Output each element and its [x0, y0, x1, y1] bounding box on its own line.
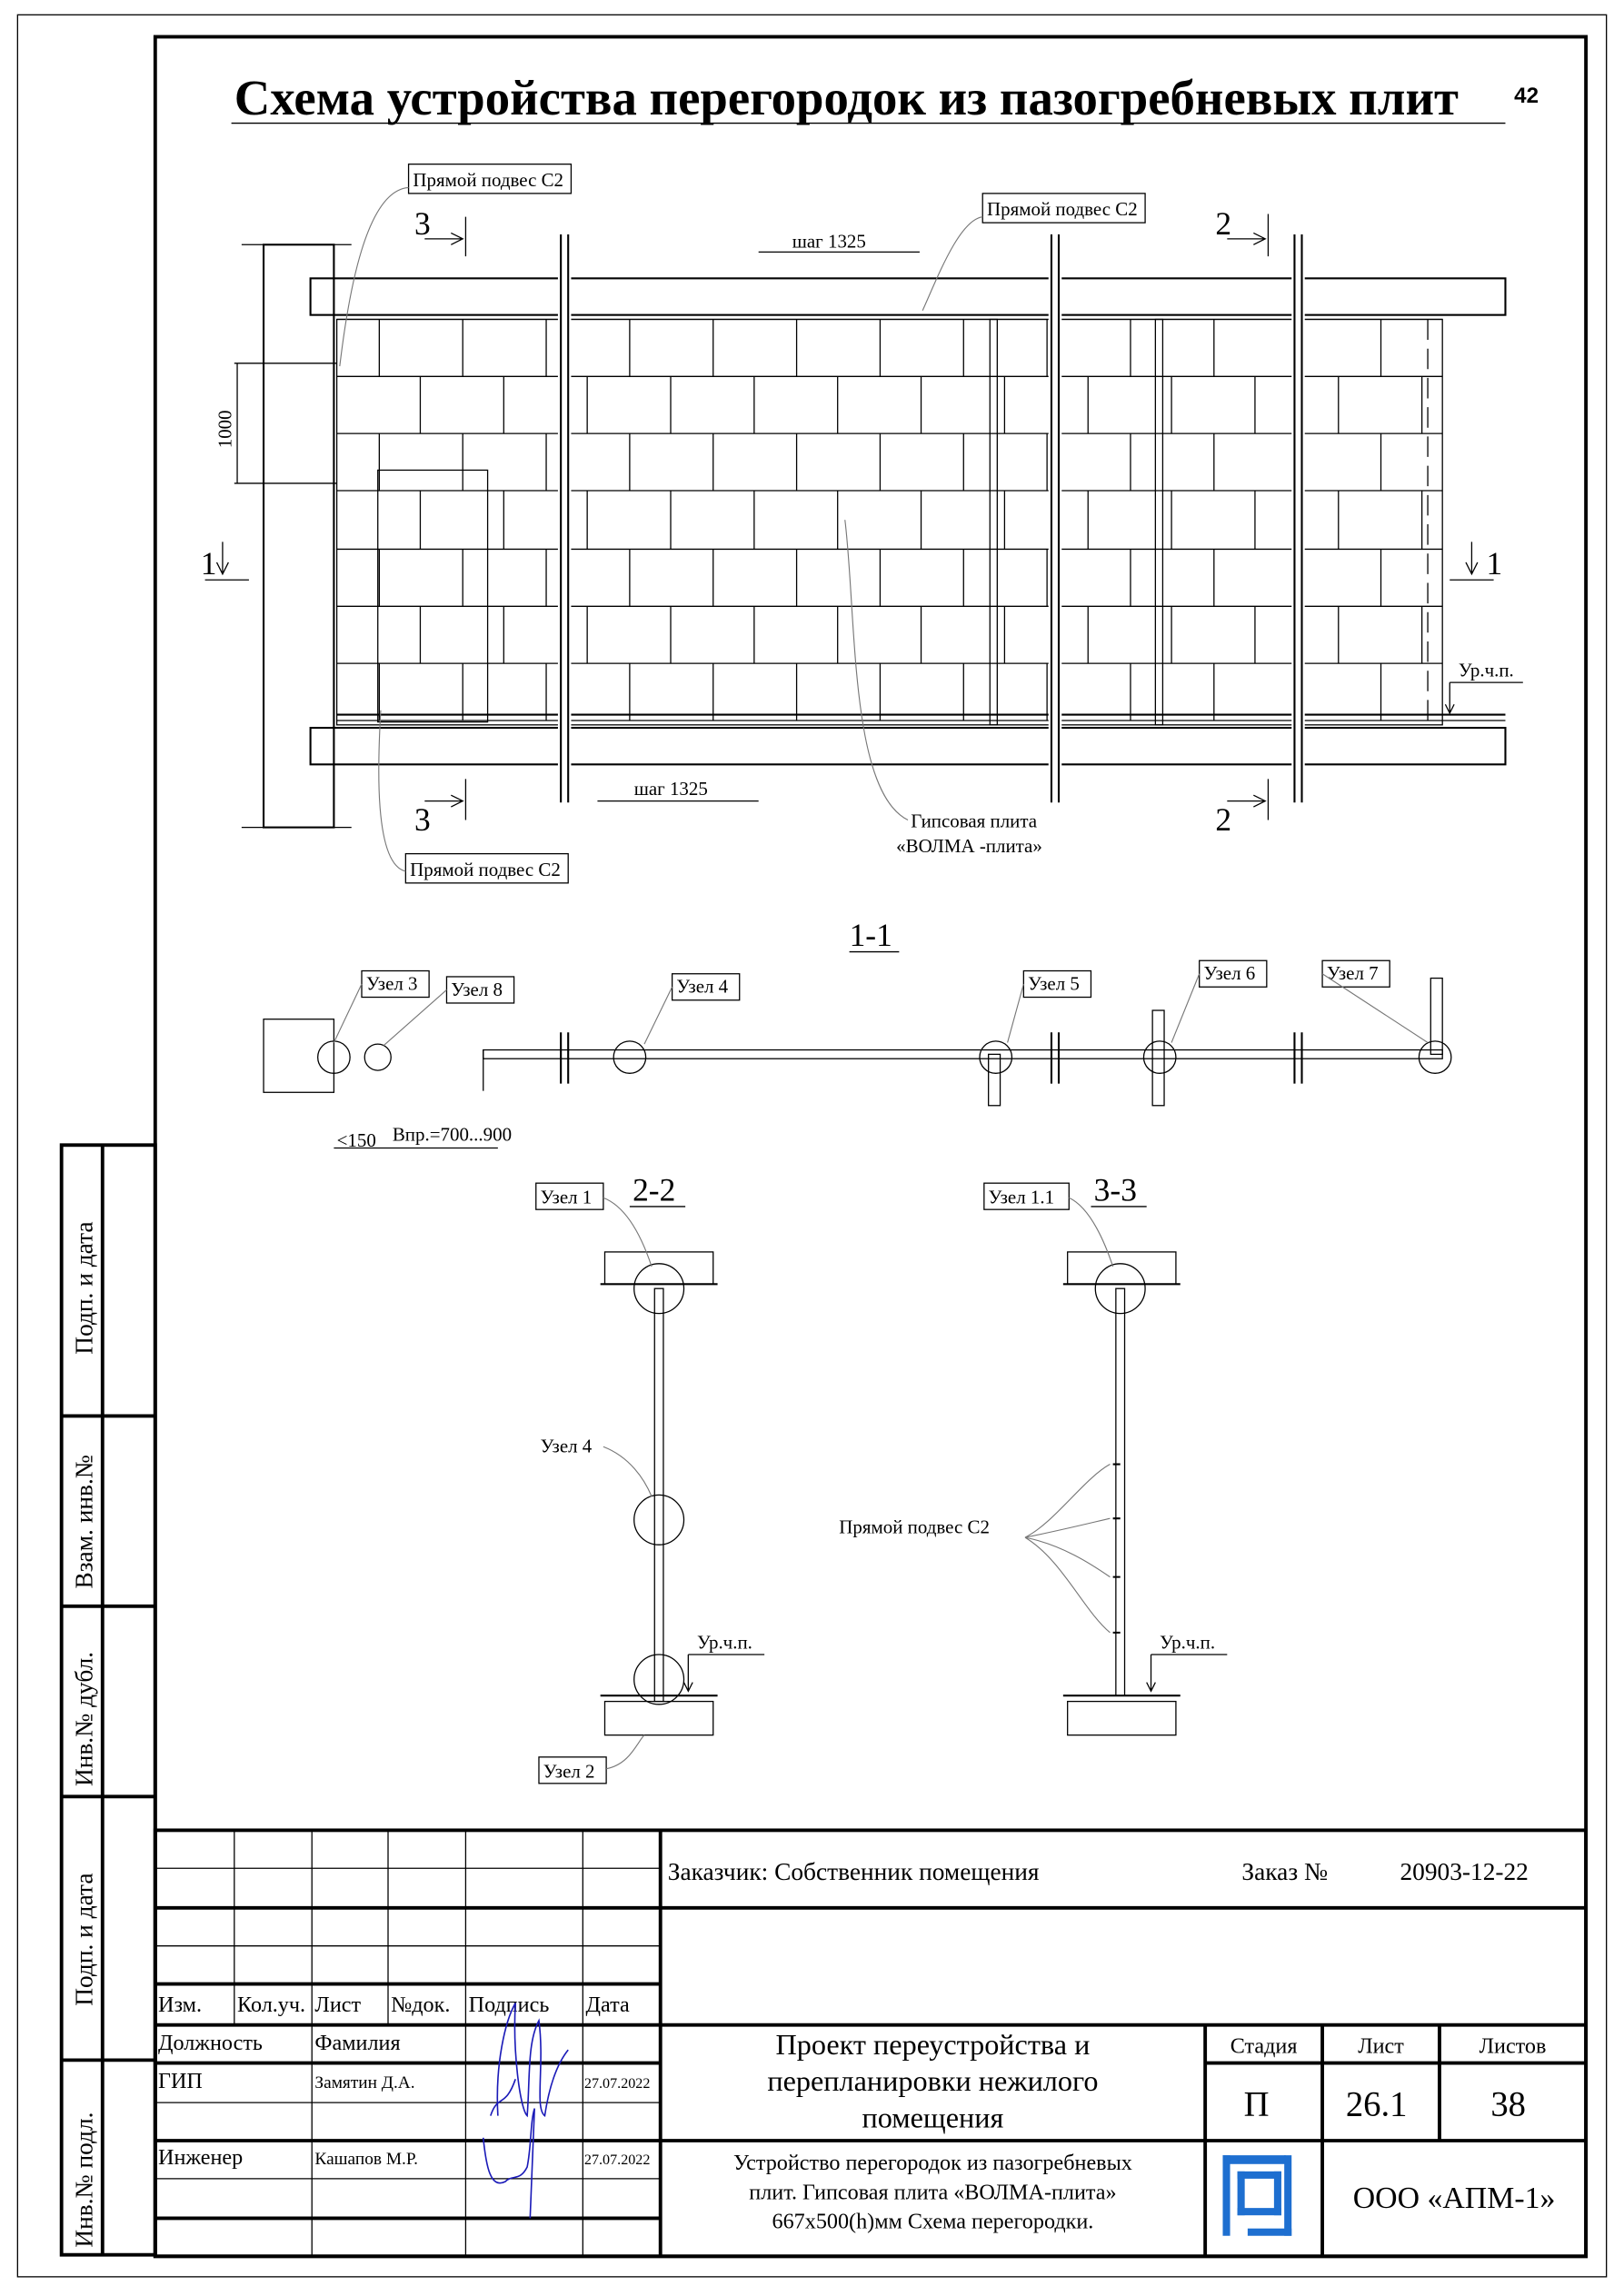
role-1: ГИП: [158, 2069, 203, 2093]
dimension-1000: 1000: [214, 410, 236, 448]
partition-outline: [335, 318, 1443, 726]
node-label: Узел 8: [451, 979, 503, 1000]
section-2-2: 2-2 Узел 1 Узел 4 Узел 2 Ур.ч.п.: [535, 1172, 765, 1784]
rev-header: Изм.: [158, 1993, 202, 2017]
rev-header: Лист: [314, 1993, 361, 2017]
step-label-bottom: шаг 1325: [634, 778, 708, 800]
position-header: Должность: [158, 2031, 263, 2055]
node-label: Узел 5: [1028, 972, 1080, 994]
stamp-dup-inv: Инв.№ дубл.: [71, 1652, 98, 1786]
signatures: [482, 2003, 569, 2219]
title-block: Заказчик: Собственник помещения Заказ № …: [153, 1828, 1589, 2259]
ceiling-slab: [309, 277, 1507, 316]
hanger-label-top-left: Прямой подвес С2: [413, 169, 563, 191]
hanger-label-3-3: Прямой подвес С2: [839, 1516, 990, 1537]
sheet-value: 26.1: [1346, 2086, 1408, 2124]
sheets-value: 38: [1490, 2086, 1526, 2124]
profile-2: [1154, 318, 1164, 726]
sheet-header: Лист: [1358, 2033, 1404, 2058]
description-line-2: плит. Гипсовая плита «ВОЛМА-плита»: [749, 2180, 1116, 2204]
stamp-sign-date-1: Подп. и дата: [71, 1221, 98, 1354]
stage-value: П: [1244, 2086, 1270, 2124]
node-label: Узел 6: [1204, 962, 1256, 984]
left-wall: [262, 244, 335, 829]
company-name: ООО «АПМ-1»: [1353, 2182, 1556, 2215]
hanger-label-bottom: Прямой подвес С2: [410, 859, 561, 880]
rev-header: Кол.уч.: [237, 1993, 305, 2017]
floor-level-3-3: Ур.ч.п.: [1160, 1632, 1215, 1654]
side-stamp: Подп. и дата Взам. инв.№ Инв.№ дубл. Под…: [59, 1143, 157, 2257]
door-opening: [377, 469, 489, 723]
stamp-orig-inv: Инв.№ подл.: [71, 2112, 98, 2247]
plate-label-line1: Гипсовая плита: [911, 810, 1037, 832]
section-mark-1-right: 1: [1487, 545, 1503, 581]
hanger-label-top-right: Прямой подвес С2: [987, 198, 1138, 220]
role-2: Инженер: [158, 2145, 243, 2170]
order-number: 20903-12-22: [1400, 1858, 1528, 1885]
stage-header: Стадия: [1230, 2033, 1298, 2058]
node-label: Узел 7: [1327, 962, 1379, 984]
stamp-sign-date-2: Подп. и дата: [71, 1874, 98, 2006]
description-line-3: 667х500(h)мм Схема перегородки.: [772, 2210, 1094, 2234]
opening-width: Впр.=700...900: [393, 1123, 512, 1145]
rev-header: №док.: [391, 1993, 450, 2017]
profile-1: [989, 318, 998, 726]
node-label: Узел 3: [366, 972, 418, 994]
break-lines: [557, 234, 1305, 806]
project-line-3: помещения: [862, 2102, 1004, 2134]
section-2-2-title: 2-2: [633, 1172, 675, 1208]
company-logo: [1222, 2155, 1292, 2236]
section-mark-3-bottom: 3: [414, 801, 431, 838]
rev-header: Дата: [586, 1993, 630, 2017]
sheets-header: Листов: [1480, 2033, 1547, 2058]
section-mark-2-top: 2: [1215, 205, 1231, 242]
node-1-label: Узел 1: [541, 1187, 593, 1208]
customer: Заказчик: Собственник помещения: [668, 1858, 1040, 1885]
step-label-top: шаг 1325: [792, 231, 866, 253]
name-1: Замятин Д.А.: [314, 2073, 414, 2092]
drawing-title: Схема устройства перегородок из пазогреб…: [234, 70, 1459, 125]
page-border: [16, 14, 1608, 2278]
partition-blocks: [336, 318, 1443, 721]
name-2: Кашапов М.Р.: [314, 2150, 418, 2169]
section-3-3: 3-3 Узел 1.1 Прямой подвес С2 Ур.ч.п.: [839, 1172, 1228, 1736]
section-3-3-title: 3-3: [1094, 1172, 1137, 1208]
plan-view: Прямой подвес С2 Прямой подвес С2 Прямой…: [201, 164, 1523, 884]
sheet-number: 42: [1514, 84, 1539, 108]
order-label: Заказ №: [1241, 1858, 1328, 1885]
project-line-1: Проект переустройства и: [776, 2028, 1091, 2061]
node-label: Узел 4: [676, 976, 728, 998]
section-mark-1-left: 1: [201, 545, 217, 581]
section-mark-2-bottom: 2: [1215, 801, 1231, 838]
surname-header: Фамилия: [314, 2031, 400, 2055]
description-line-1: Устройство перегородок из пазогребневых: [733, 2151, 1132, 2175]
stamp-replaced-inv: Взам. инв.№: [71, 1455, 98, 1588]
section-mark-3-top: 3: [414, 205, 431, 242]
floor-level-label: Ур.ч.п.: [1459, 660, 1514, 681]
rev-header: Подпись: [469, 1993, 550, 2017]
section-1-1-title: 1-1: [850, 917, 892, 953]
project-line-2: перепланировки нежилого: [767, 2064, 1098, 2097]
date-2: 27.07.2022: [584, 2152, 651, 2168]
node-2-label: Узел 2: [543, 1760, 595, 1782]
node-1-1-label: Узел 1.1: [989, 1187, 1054, 1208]
section-1-1: 1-1 Узел 3 Узел 8 Узел 4 Узел 5 Узел 6 Узел 7…: [263, 917, 1452, 1151]
floor-slab: [309, 726, 1507, 766]
floor-level-2-2: Ур.ч.п.: [697, 1632, 752, 1654]
node-4-label: Узел 4: [541, 1436, 593, 1457]
date-1: 27.07.2022: [584, 2076, 651, 2092]
plate-label-line2: «ВОЛМА -плита»: [896, 835, 1042, 857]
